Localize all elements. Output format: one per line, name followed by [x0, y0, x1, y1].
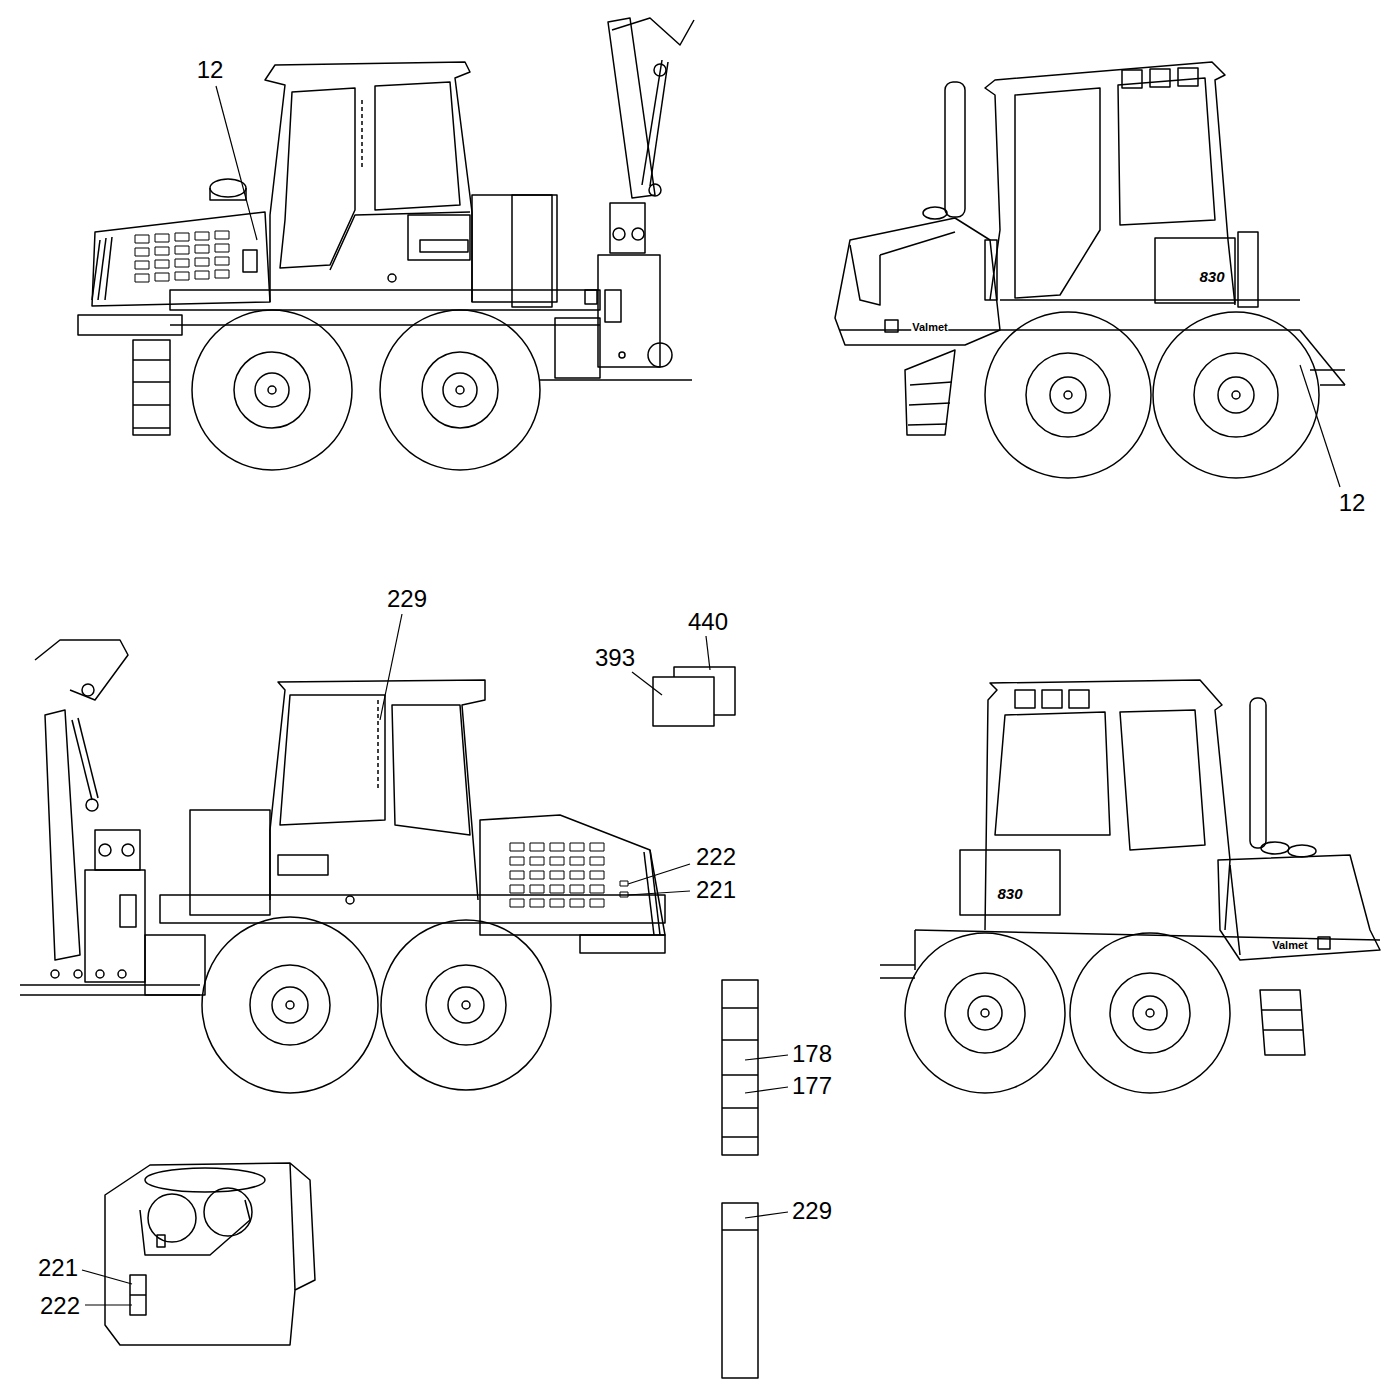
callout-number: 222 — [694, 844, 738, 870]
model-number: 830 — [996, 886, 1023, 901]
callout-number: 178 — [790, 1041, 834, 1067]
callout-number: 222 — [38, 1293, 82, 1319]
callout-number: 12 — [1337, 490, 1368, 516]
hood-detail — [105, 1163, 315, 1345]
brand-name: Valmet — [911, 322, 948, 333]
callout-number: 12 — [195, 57, 226, 83]
callout-number: 440 — [686, 609, 730, 635]
leader-lines — [82, 86, 1340, 1305]
perspective-view-right — [835, 62, 1345, 478]
perspective-view-left — [880, 680, 1380, 1093]
brand-name: Valmet — [1271, 940, 1308, 951]
model-number: 830 — [1198, 269, 1225, 284]
side-view-right — [20, 640, 665, 1093]
callout-number: 393 — [593, 645, 637, 671]
side-view-left — [78, 18, 694, 470]
callout-number: 221 — [36, 1255, 80, 1281]
decal-shapes — [653, 667, 758, 1378]
callout-number: 177 — [790, 1073, 834, 1099]
callout-number: 229 — [385, 586, 429, 612]
callout-number: 229 — [790, 1198, 834, 1224]
callout-number: 221 — [694, 877, 738, 903]
